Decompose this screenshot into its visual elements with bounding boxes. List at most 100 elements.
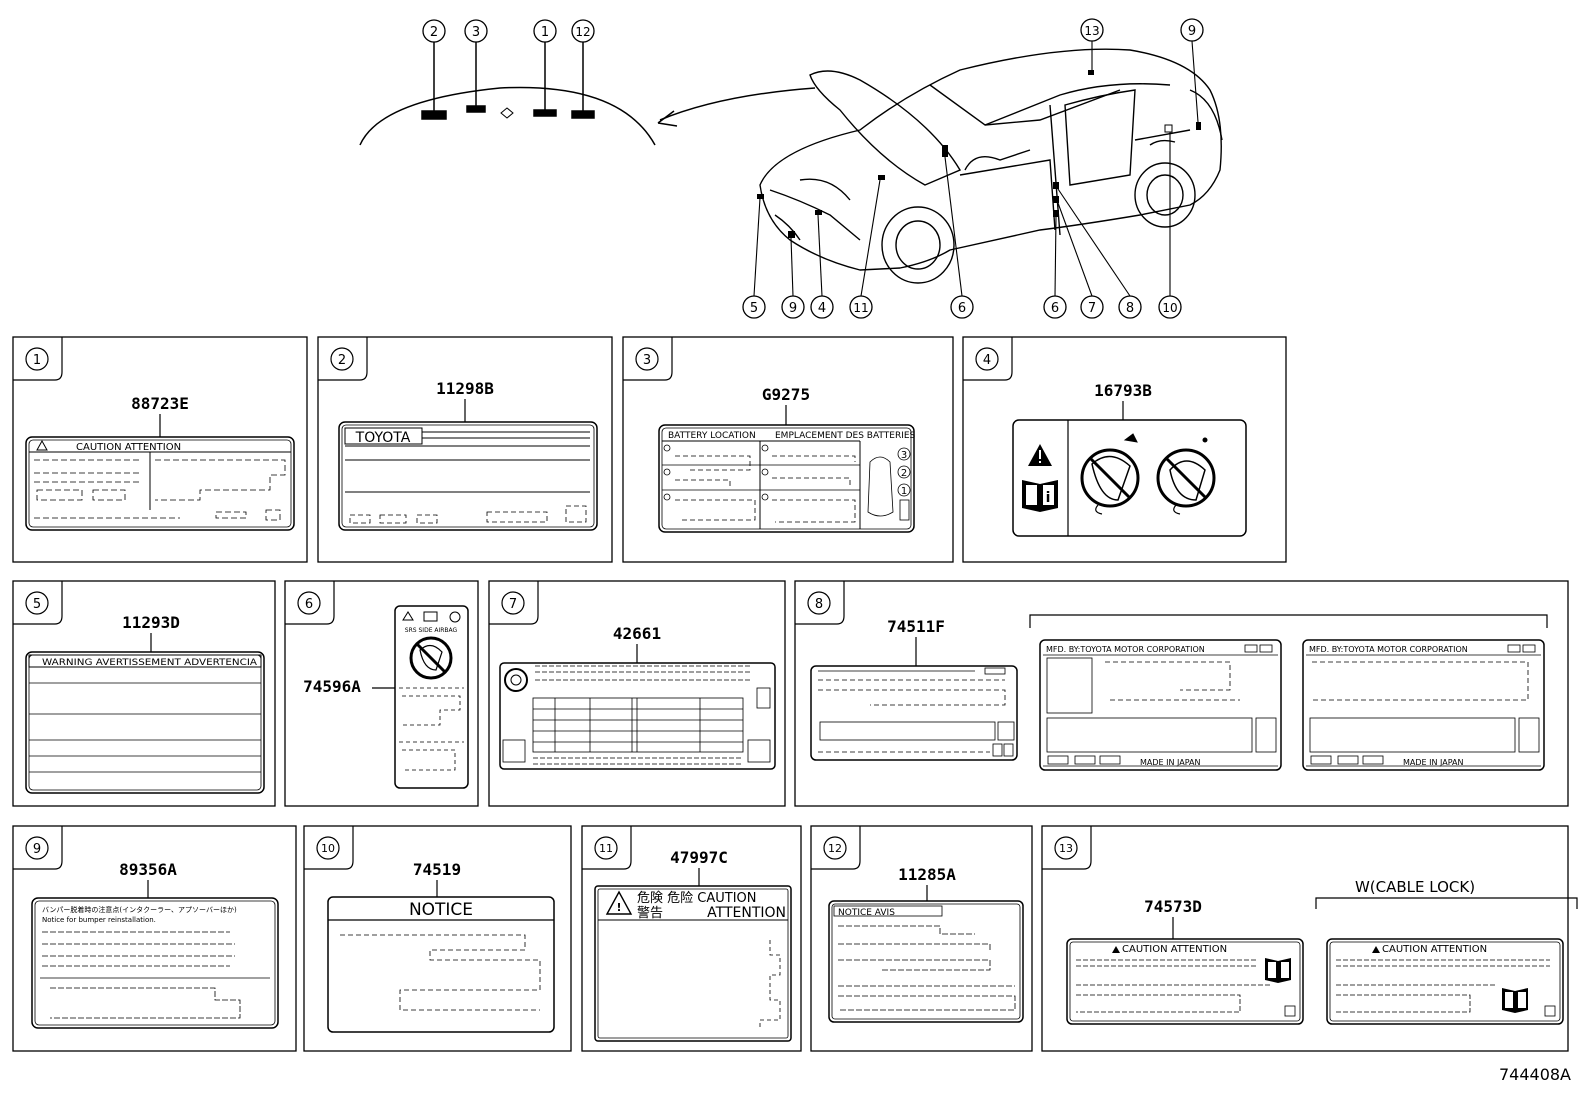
svg-text:10: 10 [321, 842, 335, 855]
panel-7: 42661 [499, 624, 776, 770]
svg-text:3: 3 [901, 450, 907, 461]
part-number: 74573D [1144, 897, 1202, 916]
label-caption: BATTERY LOCATION [668, 431, 756, 441]
panel-5: 11293D WARNING AVERTISSEMENT ADVERTENCIA [25, 613, 265, 794]
part-number: 11285A [898, 865, 956, 884]
tab-2: 2 [318, 337, 368, 381]
part-number: G9275 [762, 385, 810, 404]
svg-text:4: 4 [818, 301, 826, 316]
label-caption: EMPLACEMENT DES BATTERIES [775, 431, 916, 441]
part-number: 88723E [131, 394, 189, 413]
panel-13: 74573D CAUTION ATTENTION W(CABLE LOCK) C… [1066, 878, 1578, 1025]
tab-5: 5 [13, 581, 63, 625]
manual-book-icon [1265, 958, 1291, 983]
no-child-seat-icon [1156, 437, 1216, 515]
tab-7: 7 [489, 581, 539, 625]
no-child-seat-icon [1080, 433, 1140, 515]
tab-13: 13 [1042, 826, 1092, 870]
callout-circle: 3 [464, 19, 488, 43]
manual-book-icon [1502, 988, 1528, 1013]
part-number: 16793B [1094, 381, 1152, 400]
label-caption: 警告 [637, 905, 663, 921]
panel-2: 11298B TOYOTA [338, 379, 598, 531]
callout-circle: 1 [533, 19, 557, 43]
part-number: 11293D [122, 613, 180, 632]
svg-text:i: i [1046, 490, 1051, 506]
label-caption: MFD. BY:TOYOTA MOTOR CORPORATION [1046, 645, 1205, 654]
svg-text:2: 2 [901, 468, 907, 479]
no-child-seat-icon [409, 636, 453, 680]
panel-3: G9275 BATTERY LOCATION EMPLACEMENT DES B… [658, 385, 916, 533]
svg-text:1: 1 [541, 25, 549, 40]
car-leader-lines [753, 40, 1199, 297]
label-caption: Notice for bumper reinstallation. [42, 916, 156, 924]
label-caption: バンパー脱着時の注意点(インタクーラー、アプソーバーほか) [42, 905, 237, 914]
panel-8-frame [794, 580, 1569, 807]
callout-circle: 7 [1080, 295, 1104, 319]
tab-12: 12 [811, 826, 861, 870]
svg-text:6: 6 [305, 597, 313, 612]
callout-circle: 6 [1043, 295, 1067, 319]
car-callouts: 13 9 5 9 4 11 6 6 7 8 10 [742, 18, 1204, 319]
svg-text:13: 13 [1059, 842, 1073, 855]
svg-text:4: 4 [983, 353, 991, 368]
svg-text:3: 3 [472, 25, 480, 40]
svg-text:11: 11 [853, 301, 868, 315]
svg-text:8: 8 [815, 597, 823, 612]
tab-4: 4 [963, 337, 1013, 381]
label-caption: MADE IN JAPAN [1403, 758, 1463, 767]
svg-text:7: 7 [509, 597, 517, 612]
svg-text:13: 13 [1084, 24, 1099, 38]
label-caption: CAUTION ATTENTION [1122, 944, 1227, 955]
part-number: 42661 [613, 624, 661, 643]
panel-9: 89356A バンパー脱着時の注意点(インタクーラー、アプソーバーほか) Not… [31, 860, 279, 1029]
panel-frames [12, 336, 1569, 1052]
panel-7-frame [488, 580, 786, 807]
callout-circle: 9 [1180, 18, 1204, 42]
label-caption: MFD. BY:TOYOTA MOTOR CORPORATION [1309, 645, 1468, 654]
label-caption: MADE IN JAPAN [1140, 758, 1200, 767]
tab-6: 6 [285, 581, 335, 625]
tab-8: 8 [795, 581, 845, 625]
panel-1-frame [12, 336, 308, 563]
label-caption: ATTENTION [707, 905, 786, 921]
callout-circle: 10 [1158, 295, 1182, 319]
svg-text:3: 3 [643, 353, 651, 368]
callout-circle: 4 [810, 295, 834, 319]
brand-text: TOYOTA [355, 430, 411, 446]
label-caption: NOTICE AVIS [838, 908, 895, 918]
svg-text:6: 6 [1051, 301, 1059, 316]
panel-13-frame [1041, 825, 1569, 1052]
panel-4-frame [962, 336, 1287, 563]
roof-detail [359, 40, 816, 146]
tab-9: 9 [13, 826, 63, 870]
svg-text:1: 1 [33, 353, 41, 368]
svg-text:9: 9 [1188, 24, 1196, 39]
panel-9-frame [12, 825, 297, 1052]
part-number: 74519 [413, 860, 461, 879]
svg-text:10: 10 [1162, 301, 1177, 315]
part-number: 47997C [670, 848, 728, 867]
svg-text:2: 2 [338, 353, 346, 368]
svg-text:2: 2 [430, 25, 438, 40]
part-number: 11298B [436, 379, 494, 398]
svg-text:8: 8 [1126, 301, 1134, 316]
svg-text:9: 9 [789, 301, 797, 316]
svg-text:11: 11 [599, 842, 613, 855]
panel-number-tabs: 1 2 3 4 5 6 7 8 9 10 11 12 13 [13, 337, 1092, 870]
callout-circle: 9 [781, 295, 805, 319]
svg-text:5: 5 [750, 301, 758, 316]
tab-10: 10 [304, 826, 354, 870]
figure-id: 744408A [1499, 1065, 1571, 1084]
tab-1: 1 [13, 337, 63, 381]
svg-text:12: 12 [828, 842, 842, 855]
svg-text:1: 1 [901, 486, 907, 497]
label-caption: NOTICE [409, 900, 473, 920]
manual-book-icon: i [1022, 480, 1058, 512]
callout-circle: 2 [422, 19, 446, 43]
panel-1: 88723E CAUTION ATTENTION [25, 394, 295, 531]
callout-circle: 5 [742, 295, 766, 319]
panel-11: 47997C ! 危険 危险 CAUTION 警告 ATTENTION [594, 848, 792, 1042]
car-label-marks [757, 70, 1201, 238]
